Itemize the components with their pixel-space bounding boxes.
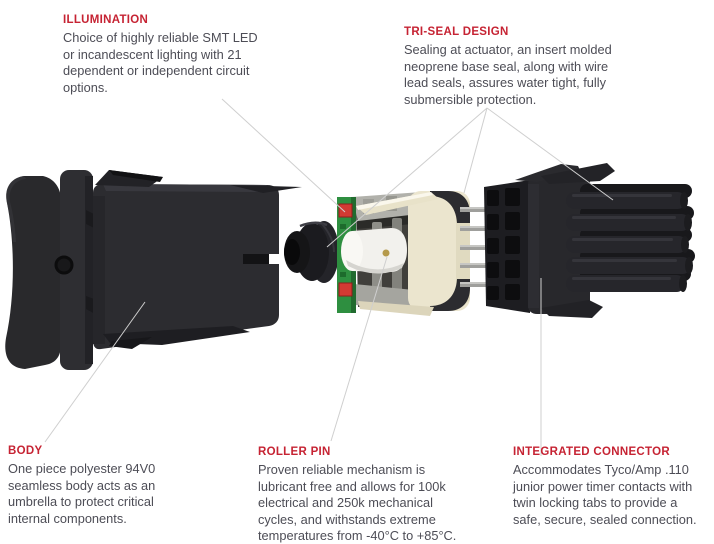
annotation-body-text: One piece polyester 94V0 seamless body a… (8, 461, 156, 526)
annotation-roller-pin: ROLLER PIN Proven reliable mechanism is … (258, 446, 498, 544)
annotation-illumination: ILLUMINATION Choice of highly reliable S… (63, 14, 278, 96)
switch-body (93, 170, 302, 350)
connector-bottom-tab (541, 300, 603, 318)
body-mounting-clips (103, 326, 250, 349)
callout-lines (44, 98, 614, 456)
integrated-connector-housing (484, 163, 615, 318)
base-housing (356, 191, 470, 316)
terminal-pins (460, 207, 494, 287)
annotation-body-title: BODY (8, 445, 43, 457)
annotation-body: BODY One piece polyester 94V0 seamless b… (8, 445, 218, 527)
annotation-integrated-connector-title: INTEGRATED CONNECTOR (513, 446, 670, 458)
wire-seal-ports (566, 184, 695, 292)
callout-triseal-wire (486, 107, 614, 201)
annotation-illumination-title: ILLUMINATION (63, 14, 149, 26)
annotation-integrated-connector-text: Accommodates Tyco/Amp .110 junior power … (513, 462, 697, 527)
connector-socket-holes (487, 188, 520, 300)
led-top (338, 203, 353, 218)
annotation-roller-pin-text: Proven reliable mechanism is lubricant f… (258, 462, 457, 543)
led-bottom (338, 282, 353, 297)
actuator-seal (284, 221, 339, 283)
annotation-illumination-text: Choice of highly reliable SMT LED or inc… (63, 30, 258, 95)
connector-top-tab (515, 164, 581, 182)
actuator-pivot-hole (54, 255, 74, 275)
annotation-roller-pin-title: ROLLER PIN (258, 446, 331, 458)
callout-roller-pin (330, 256, 388, 442)
roller-pin-mechanism (341, 228, 407, 274)
annotation-integrated-connector: INTEGRATED CONNECTOR Accommodates Tyco/A… (513, 446, 714, 528)
callout-body (44, 301, 146, 443)
annotation-tri-seal-title: TRI-SEAL DESIGN (404, 26, 509, 38)
annotation-tri-seal: TRI-SEAL DESIGN Sealing at actuator, an … (404, 26, 649, 108)
callout-triseal-base (463, 107, 488, 194)
callout-illumination (221, 98, 346, 213)
annotation-tri-seal-text: Sealing at actuator, an insert molded ne… (404, 42, 612, 107)
rocker-actuator (5, 176, 62, 369)
callout-triseal-actuator (326, 107, 488, 248)
